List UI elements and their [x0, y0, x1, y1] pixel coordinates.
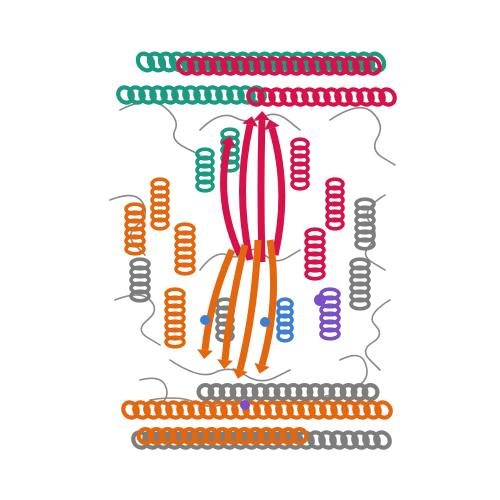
left-helix-gray: [129, 257, 151, 303]
beta-strand-crimson-2: [257, 119, 266, 263]
right-helix-blue: [276, 297, 294, 343]
beta-strand-crimson-4-arrowhead: [220, 136, 236, 147]
helix-turn: [366, 51, 387, 73]
left-helix-teal: [195, 147, 215, 193]
helix-turn: [304, 267, 326, 281]
coil-loop: [139, 377, 168, 411]
helix-turn: [164, 335, 186, 349]
helix-turn: [319, 327, 341, 341]
helix-turn: [150, 217, 170, 231]
beta-strand-orange-4: [201, 248, 236, 351]
beta-strand-orange-3: [258, 239, 278, 366]
left-helix-orange-4: [164, 287, 186, 349]
helix-turn: [374, 400, 393, 420]
helix-turn: [276, 329, 294, 343]
beta-strand-orange-1: [236, 239, 262, 371]
coil-loop: [114, 294, 161, 346]
purple-residue: [240, 400, 250, 410]
helix-turn: [124, 242, 146, 256]
helix-turn: [174, 262, 196, 276]
beta-strand-orange-2: [221, 244, 249, 361]
right-helix-crimson-2: [304, 227, 326, 281]
purple-residue: [314, 294, 326, 306]
coil-loop: [169, 359, 291, 382]
helix-turn: [195, 179, 215, 193]
blue-residue: [260, 317, 270, 327]
upper-helix-teal: [116, 85, 267, 105]
upper-helix-crimson: [246, 87, 397, 107]
helix-turn: [290, 177, 310, 191]
top-helix-crimson: [176, 56, 382, 76]
helix-turn: [361, 382, 380, 402]
helix-turn: [349, 297, 371, 311]
helix-turn: [325, 217, 345, 231]
helix-turn: [354, 237, 376, 251]
helix-turn: [363, 56, 382, 76]
beta-strand-orange-3-arrowhead: [254, 362, 270, 374]
beta-strand-crimson-2-arrowhead: [254, 111, 270, 121]
bottom-helix-orange: [121, 400, 393, 420]
beta-strand-crimson-1: [239, 124, 254, 261]
beta-strand-crimson-1-arrowhead: [242, 116, 258, 127]
left-helix-orange-2: [150, 177, 170, 231]
beta-strand-crimson-3-arrowhead: [264, 119, 280, 131]
right-helix-crimson-1: [325, 177, 345, 231]
left-helix-orange-1: [124, 202, 146, 256]
beta-strand-orange-2-arrowhead: [217, 359, 233, 369]
coil-loop: [339, 354, 368, 391]
blue-residue: [200, 315, 210, 325]
beta-strand-orange-1-arrowhead: [232, 368, 248, 379]
beta-strand-orange-4-arrowhead: [197, 349, 213, 359]
lowest-helix-orange: [136, 426, 309, 446]
left-helix-orange-3: [174, 222, 196, 276]
coil-loop: [119, 101, 201, 156]
right-helix-purple: [319, 287, 341, 341]
coil-loop: [329, 106, 396, 166]
helix-turn: [378, 87, 397, 107]
helix-turn: [129, 289, 151, 303]
top-helix-teal: [135, 51, 387, 73]
beta-strand-crimson-4: [220, 144, 244, 257]
right-helix-gray-2: [349, 257, 371, 311]
right-helix-crimson-3: [290, 137, 310, 191]
right-helix-gray-1: [354, 197, 376, 251]
beta-strand-crimson-3: [268, 127, 286, 256]
bottom-helix-gray: [196, 382, 380, 402]
coil-loop: [364, 299, 391, 371]
helix-turn: [290, 426, 309, 446]
helix-turn: [373, 430, 392, 450]
